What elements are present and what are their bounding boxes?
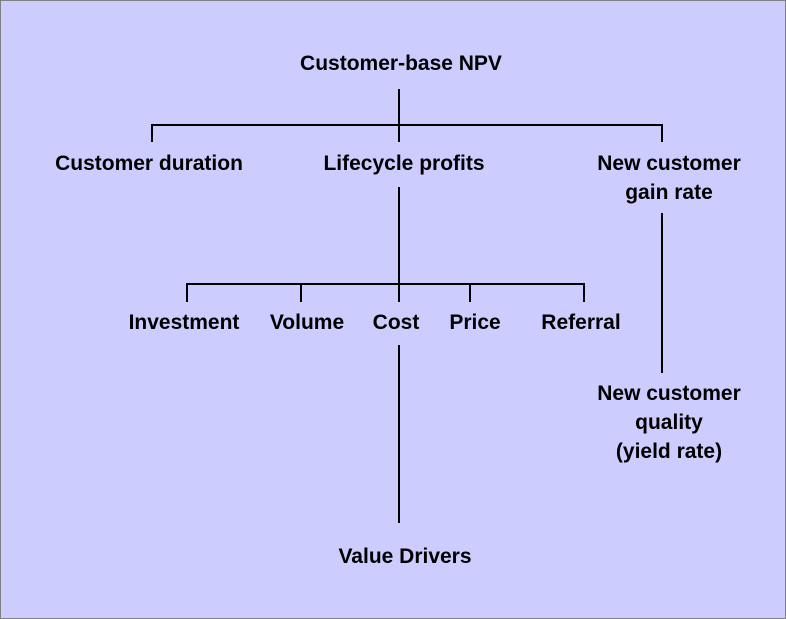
node-price: Price — [449, 308, 500, 337]
node-label: Investment — [128, 311, 240, 334]
node-label-line: New customer — [597, 152, 741, 175]
node-label-line: quality — [635, 411, 703, 434]
node-label-line: gain rate — [625, 181, 713, 204]
node-label: Cost — [372, 311, 420, 334]
node-label-line: New customer — [597, 382, 741, 405]
node-label-line: (yield rate) — [615, 440, 723, 463]
node-label: Price — [449, 311, 501, 334]
node-cost: Cost — [373, 308, 420, 337]
node-referral: Referral — [541, 308, 620, 337]
node-lifecycle-profits: Lifecycle profits — [323, 149, 484, 178]
node-volume: Volume — [270, 308, 344, 337]
node-customer-base-npv: Customer-base NPV — [300, 49, 502, 78]
node-label: Volume — [269, 311, 345, 334]
node-label: Customer duration — [55, 152, 243, 175]
node-label: Referral — [541, 311, 621, 334]
node-new-customer-gain-rate: New customer gain rate — [597, 149, 741, 207]
node-customer-duration: Customer duration — [55, 149, 243, 178]
node-new-customer-quality: New customer quality (yield rate) — [597, 379, 741, 466]
node-label: Value Drivers — [338, 545, 472, 568]
node-investment: Investment — [129, 308, 240, 337]
node-label: Customer-base NPV — [300, 52, 502, 75]
node-value-drivers: Value Drivers — [338, 542, 471, 571]
node-label: Lifecycle profits — [323, 152, 485, 175]
